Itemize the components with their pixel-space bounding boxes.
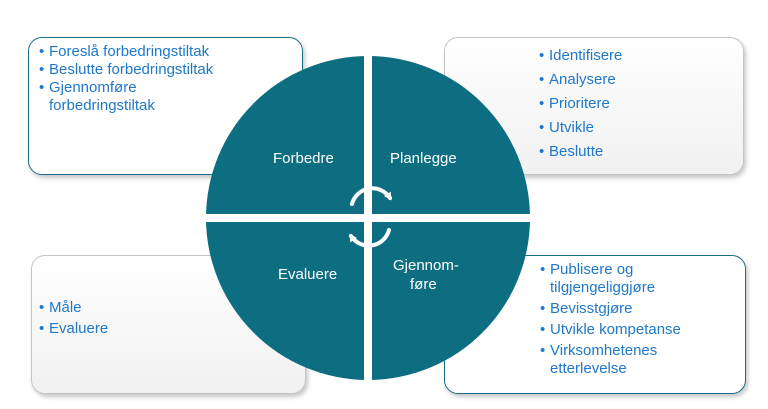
list-item: Foreslå forbedringstiltak xyxy=(39,43,219,61)
list-item: Analysere xyxy=(539,68,699,92)
list-top-left: Foreslå forbedringstiltak Beslutte forbe… xyxy=(39,43,219,115)
list-top-right: Identifisere Analysere Prioritere Utvikl… xyxy=(539,44,699,164)
wheel-divider-horizontal xyxy=(200,214,536,222)
list-item: Publisere og tilgjengeliggjøre xyxy=(540,261,735,297)
list-item: Identifisere xyxy=(539,44,699,68)
list-item: Beslutte forbedringstiltak xyxy=(39,61,219,79)
list-item: Bevisstgjøre xyxy=(540,300,735,318)
list-item: Gjennomføre forbedringstiltak xyxy=(39,79,219,115)
list-item: Prioritere xyxy=(539,92,699,116)
cycle-arrows-icon xyxy=(349,186,392,248)
list-bottom-right: Publisere og tilgjengeliggjøre Bevisstgj… xyxy=(540,261,735,378)
quadrant-label-planlegge: Planlegge xyxy=(390,150,457,167)
quadrant-label-evaluere: Evaluere xyxy=(278,266,337,283)
quadrant-label-forbedre: Forbedre xyxy=(273,150,334,167)
list-item: Beslutte xyxy=(539,140,699,164)
quadrant-label-gjennomfore-1: Gjennom- xyxy=(393,257,459,274)
list-item: Utvikle kompetanse xyxy=(540,321,735,339)
list-item: Evaluere xyxy=(39,318,159,339)
quadrant-label-gjennomfore-2: føre xyxy=(410,276,437,293)
list-item: Utvikle xyxy=(539,116,699,140)
list-item: Virksomhetenes etterlevelse xyxy=(540,342,735,378)
list-item: Måle xyxy=(39,297,159,318)
list-bottom-left: Måle Evaluere xyxy=(39,297,159,339)
